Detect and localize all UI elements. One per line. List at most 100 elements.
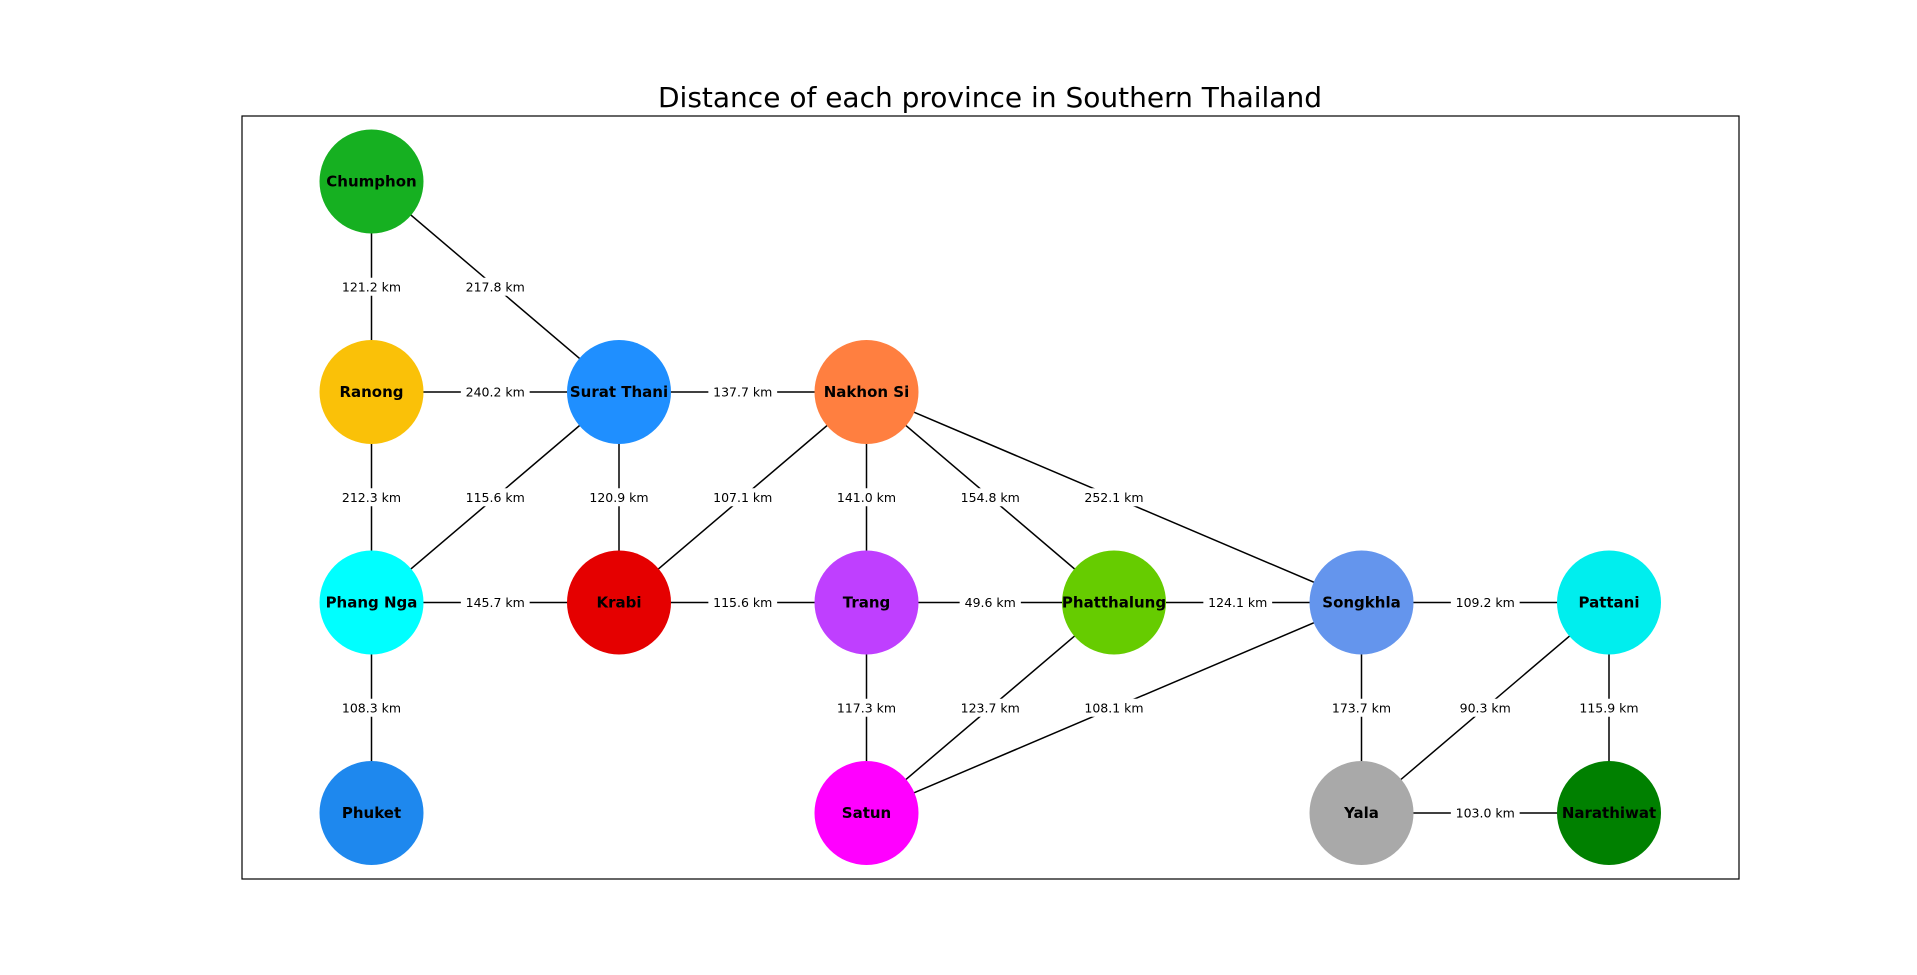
node-nakhon: Nakhon Si <box>814 340 919 444</box>
edge-distance-text: 108.3 km <box>342 700 401 715</box>
node-label: Narathiwat <box>1562 804 1656 822</box>
edge-distance-text: 123.7 km <box>961 700 1020 715</box>
edge-distance-text: 212.3 km <box>342 490 401 505</box>
edge-distance-text: 137.7 km <box>713 385 772 400</box>
edge-distance-text: 117.3 km <box>837 700 896 715</box>
edge-distance-text: 173.7 km <box>1332 700 1391 715</box>
edge-label-background <box>337 698 406 717</box>
node-satun: Satun <box>814 761 919 865</box>
edge-label-krabi-trang: 115.6 km <box>708 593 778 612</box>
edge-distance-text: 120.9 km <box>589 490 648 505</box>
edge-label-yala-narathiwat: 103.0 km <box>1450 804 1520 822</box>
edge-distance-text: 217.8 km <box>466 279 525 294</box>
edge-label-background <box>337 277 406 296</box>
node-circle <box>319 340 424 444</box>
edge-label-nakhon-phatthalung: 154.8 km <box>955 488 1025 507</box>
node-phangnga: Phang Nga <box>319 550 424 655</box>
node-circle <box>1557 761 1661 865</box>
edge-distance-text: 115.9 km <box>1579 700 1638 715</box>
edge-label-background <box>460 488 530 507</box>
node-chumphon: Chumphon <box>319 129 424 234</box>
diagram-title: Distance of each province in Southern Th… <box>658 81 1322 114</box>
edge-label-background <box>955 488 1025 507</box>
node-circle <box>319 129 424 234</box>
node-krabi: Krabi <box>567 550 671 655</box>
node-circle <box>814 340 919 444</box>
edge-label-background <box>584 488 654 507</box>
edge-label-background <box>1079 488 1149 507</box>
edge-label-ranong-surat: 240.2 km <box>460 383 530 401</box>
node-circle <box>1557 550 1661 655</box>
node-label: Phuket <box>342 804 401 822</box>
edge-label-nakhon-krabi: 107.1 km <box>708 488 778 507</box>
edge-label-phangnga-phuket: 108.3 km <box>337 698 406 717</box>
edge-distance-text: 145.7 km <box>466 595 525 610</box>
edge-label-chumphon-ranong: 121.2 km <box>337 277 406 296</box>
node-label: Songkhla <box>1322 594 1400 612</box>
edge-label-phangnga-krabi: 145.7 km <box>460 593 530 612</box>
node-ranong: Ranong <box>319 340 424 444</box>
edge-label-background <box>460 593 530 612</box>
node-circle <box>319 550 424 655</box>
edge-label-background <box>955 698 1025 717</box>
node-label: Chumphon <box>326 173 416 191</box>
node-phuket: Phuket <box>319 761 424 865</box>
node-label: Krabi <box>596 594 641 612</box>
edge-distance-text: 121.2 km <box>342 279 401 294</box>
edge-distance-text: 115.6 km <box>466 490 525 505</box>
edge-label-trang-satun: 117.3 km <box>832 698 901 717</box>
plot-frame <box>241 115 1740 880</box>
edge-label-background <box>337 488 406 507</box>
edge-label-background <box>1454 698 1516 717</box>
edge-label-background <box>1327 698 1396 717</box>
node-songkhla: Songkhla <box>1309 550 1414 655</box>
edge-distance-text: 124.1 km <box>1208 595 1267 610</box>
node-label: Pattani <box>1579 594 1640 612</box>
edge-label-background <box>708 593 778 612</box>
edge-label-songkhla-satun: 108.1 km <box>1079 698 1149 717</box>
edge-label-background <box>1450 804 1520 822</box>
edge-label-pattani-narathiwat: 115.9 km <box>1574 698 1644 717</box>
edge-distance-text: 107.1 km <box>713 490 772 505</box>
edge-distance-text: 103.0 km <box>1456 806 1515 821</box>
edge-label-background <box>832 488 901 507</box>
node-label: Yala <box>1343 804 1379 822</box>
edge-label-background <box>1450 593 1520 612</box>
edge-label-songkhla-yala: 173.7 km <box>1327 698 1396 717</box>
edge-distance-text: 49.6 km <box>965 595 1016 610</box>
node-label: Ranong <box>339 383 403 401</box>
node-circle <box>1062 550 1166 655</box>
edge-distance-text: 108.1 km <box>1084 700 1143 715</box>
node-label: Satun <box>842 804 891 822</box>
edge-distance-text: 109.2 km <box>1456 595 1515 610</box>
edge-distance-text: 115.6 km <box>713 595 772 610</box>
node-label: Phang Nga <box>326 594 418 612</box>
node-circle <box>567 550 671 655</box>
node-label: Phatthalung <box>1062 594 1166 612</box>
node-circle <box>814 761 919 865</box>
edge-label-songkhla-pattani: 109.2 km <box>1450 593 1520 612</box>
edge-label-chumphon-surat: 217.8 km <box>460 277 530 296</box>
edge-distance-text: 154.8 km <box>961 490 1020 505</box>
edge-label-background <box>460 383 530 401</box>
edge-label-surat-krabi: 120.9 km <box>584 488 654 507</box>
edge-labels-layer: 121.2 km 217.8 km 240.2 km 212.3 km 137.7 km… <box>337 277 1644 822</box>
node-yala: Yala <box>1309 761 1414 865</box>
node-circle <box>319 761 424 865</box>
node-phatthalung: Phatthalung <box>1062 550 1166 655</box>
edge-label-trang-phatthalung: 49.6 km <box>959 593 1021 612</box>
edge-label-background <box>708 383 778 401</box>
edge-label-phatthalung-songkhla: 124.1 km <box>1203 593 1273 612</box>
node-narathiwat: Narathiwat <box>1557 761 1661 865</box>
node-circle <box>567 340 671 444</box>
node-label: Nakhon Si <box>824 383 909 401</box>
edge-label-background <box>1574 698 1644 717</box>
edge-distance-text: 90.3 km <box>1460 700 1511 715</box>
edge-distance-text: 141.0 km <box>837 490 896 505</box>
node-circle <box>814 550 919 655</box>
edge-label-background <box>832 698 901 717</box>
edge-label-nakhon-trang: 141.0 km <box>832 488 901 507</box>
edge-label-surat-phangnga: 115.6 km <box>460 488 530 507</box>
edge-distance-text: 252.1 km <box>1084 490 1143 505</box>
